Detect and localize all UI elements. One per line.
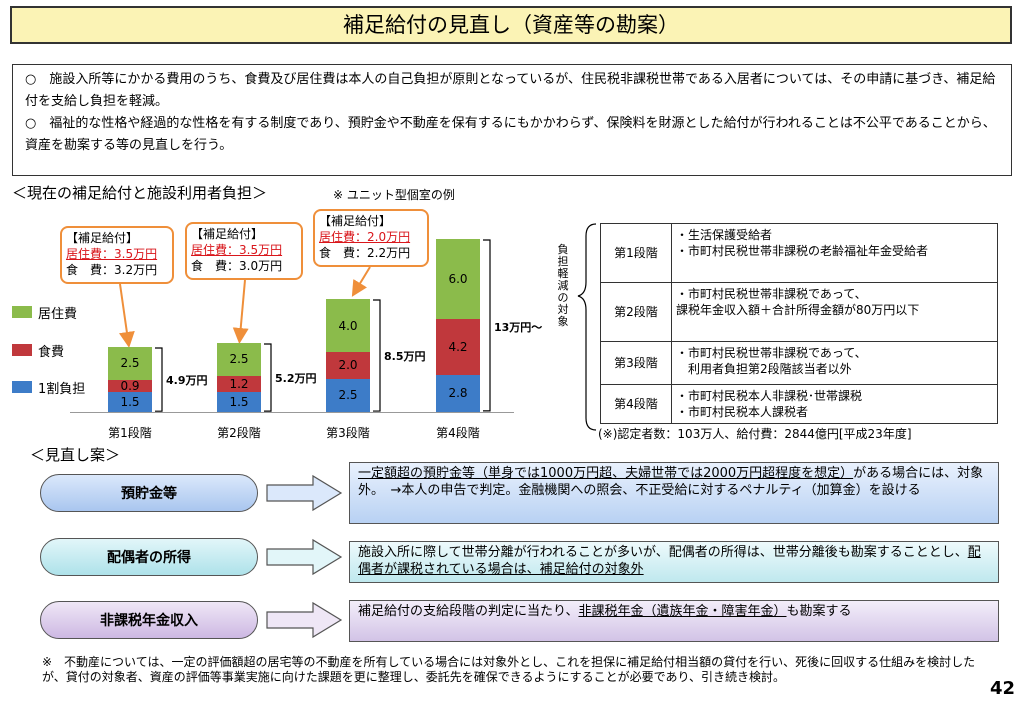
proposal-text-spouse: 施設入所に際して世帯分離が行われることが多いが、配偶者の所得は、世帯分離後も勘案… [349, 541, 999, 583]
proposal-text-tail: も勘案する [786, 604, 852, 619]
table-row: 第2段階 ・市町村民税世帯非課税であって、 課税年金収入額＋合計所得金額が80万… [600, 282, 998, 342]
proposal-text-rest: 施設入所に際して世帯分離が行われることが多いが、配偶者の所得は、世帯分離後も勘案… [358, 545, 968, 560]
legend-swatch-food [12, 344, 32, 356]
footnote: ※ 不動産については、一定の評価額超の居宅等の不動産を所有している場合には対象外… [42, 655, 976, 684]
intro-paragraph-2: ○ 福祉的な性格や経過的な性格を有する制度であり、預貯金や不動産を保有するにもか… [25, 116, 996, 153]
callout-stage-2: 【補足給付】 居住費：3.5万円 食 費：3.0万円 [185, 222, 303, 280]
callout-arrow-1 [118, 283, 135, 348]
callout-housing: 居住費：3.5万円 [66, 247, 158, 261]
tier-table: 第1段階 ・生活保護受給者 ・市町村民税世帯非課税の老齢福祉年金受給者 第2段階… [600, 223, 998, 424]
proposal-text-rest: がある場合には、対象外。 →本人の申告で判定。金融機関への照会、不正受給に対する… [358, 466, 984, 498]
callout-arrow-3 [351, 266, 371, 297]
callout-housing: 居住費：2.0万円 [319, 230, 411, 244]
table-row: 第3段階 ・市町村民税世帯非課税であって、 利用者負担第2段階該当者以外 [600, 341, 998, 385]
tier-desc: ・市町村民税世帯非課税であって、 利用者負担第2段階該当者以外 [671, 341, 998, 385]
arrow-right-icon [266, 538, 343, 576]
tier-stage: 第3段階 [600, 341, 672, 385]
legend-swatch-copay [12, 381, 32, 393]
intro-paragraph-1: ○ 施設入所等にかかる費用のうち、食費及び居住費は本人の自己負担が原則となってい… [25, 72, 996, 109]
arrow-right-icon [266, 601, 343, 639]
tier-desc: ・市町村民税世帯非課税であって、 課税年金収入額＋合計所得金額が80万円以下 [671, 282, 998, 342]
proposal-text-underlined: 非課税年金（遺族年金・障害年金） [578, 604, 787, 619]
proposal-label-pension: 非課税年金収入 [40, 601, 258, 639]
side-label: 負担軽減の対象 [557, 243, 569, 328]
tier-stage: 第2段階 [600, 282, 672, 342]
legend-label-food: 食費 [38, 345, 65, 360]
proposal-text-underlined: 一定額超の預貯金等（単身では1000万円超、夫婦世帯では2000万円超程度を想定… [358, 466, 854, 481]
callout-food: 食 費：3.2万円 [66, 263, 158, 277]
callout-title: 【補足給付】 [66, 231, 139, 245]
page-number: 42 [990, 678, 1016, 699]
proposal-text-pension: 補足給付の支給段階の判定に当たり、非課税年金（遺族年金・障害年金）も勘案する [349, 600, 999, 642]
callout-stage-1: 【補足給付】 居住費：3.5万円 食 費：3.2万円 [60, 226, 174, 284]
proposal-text-savings: 一定額超の預貯金等（単身では1000万円超、夫婦世帯では2000万円超程度を想定… [349, 462, 999, 524]
section-note: ※ ユニット型個室の例 [333, 188, 455, 202]
callout-stage-3: 【補足給付】 居住費：2.0万円 食 費：2.2万円 [313, 209, 429, 267]
table-row: 第4段階 ・市町村民税本人非課税･世帯課税 ・市町村民税本人課税者 [600, 384, 998, 424]
tier-stage: 第4段階 [600, 384, 672, 424]
callout-food: 食 費：2.2万円 [319, 246, 411, 260]
proposal-text-underlined: 配偶者が課税されている場合は、補足給付の対象外 [358, 545, 981, 577]
legend-label-housing: 居住費 [38, 307, 78, 322]
section-heading-current: ＜現在の補足給付と施設利用者負担＞ [12, 184, 268, 202]
legend-label-copay: 1割負担 [38, 382, 86, 397]
tier-desc: ・生活保護受給者 ・市町村民税世帯非課税の老齢福祉年金受給者 [671, 223, 998, 283]
tier-stage: 第1段階 [600, 223, 672, 283]
table-row: 第1段階 ・生活保護受給者 ・市町村民税世帯非課税の老齢福祉年金受給者 [600, 223, 998, 283]
arrow-right-icon [266, 474, 343, 512]
tier-note: (※)認定者数：103万人、給付費：2844億円[平成23年度] [598, 425, 912, 442]
intro-box: ○ 施設入所等にかかる費用のうち、食費及び居住費は本人の自己負担が原則となってい… [12, 64, 1012, 176]
tier-brace [577, 223, 597, 431]
callout-housing: 居住費：3.5万円 [191, 243, 283, 257]
proposal-label-savings: 預貯金等 [40, 474, 258, 512]
page-title: 補足給付の見直し（資産等の勘案） [10, 6, 1012, 44]
tier-desc: ・市町村民税本人非課税･世帯課税 ・市町村民税本人課税者 [671, 384, 998, 424]
proposal-label-spouse: 配偶者の所得 [40, 538, 258, 576]
callout-title: 【補足給付】 [319, 214, 392, 228]
callout-title: 【補足給付】 [191, 227, 264, 241]
callout-food: 食 費：3.0万円 [191, 259, 283, 273]
section-heading-proposal: ＜見直し案＞ [30, 446, 121, 464]
callout-arrow-2 [232, 279, 249, 344]
legend-swatch-housing [12, 306, 32, 318]
proposal-text-rest: 補足給付の支給段階の判定に当たり、 [358, 604, 579, 619]
